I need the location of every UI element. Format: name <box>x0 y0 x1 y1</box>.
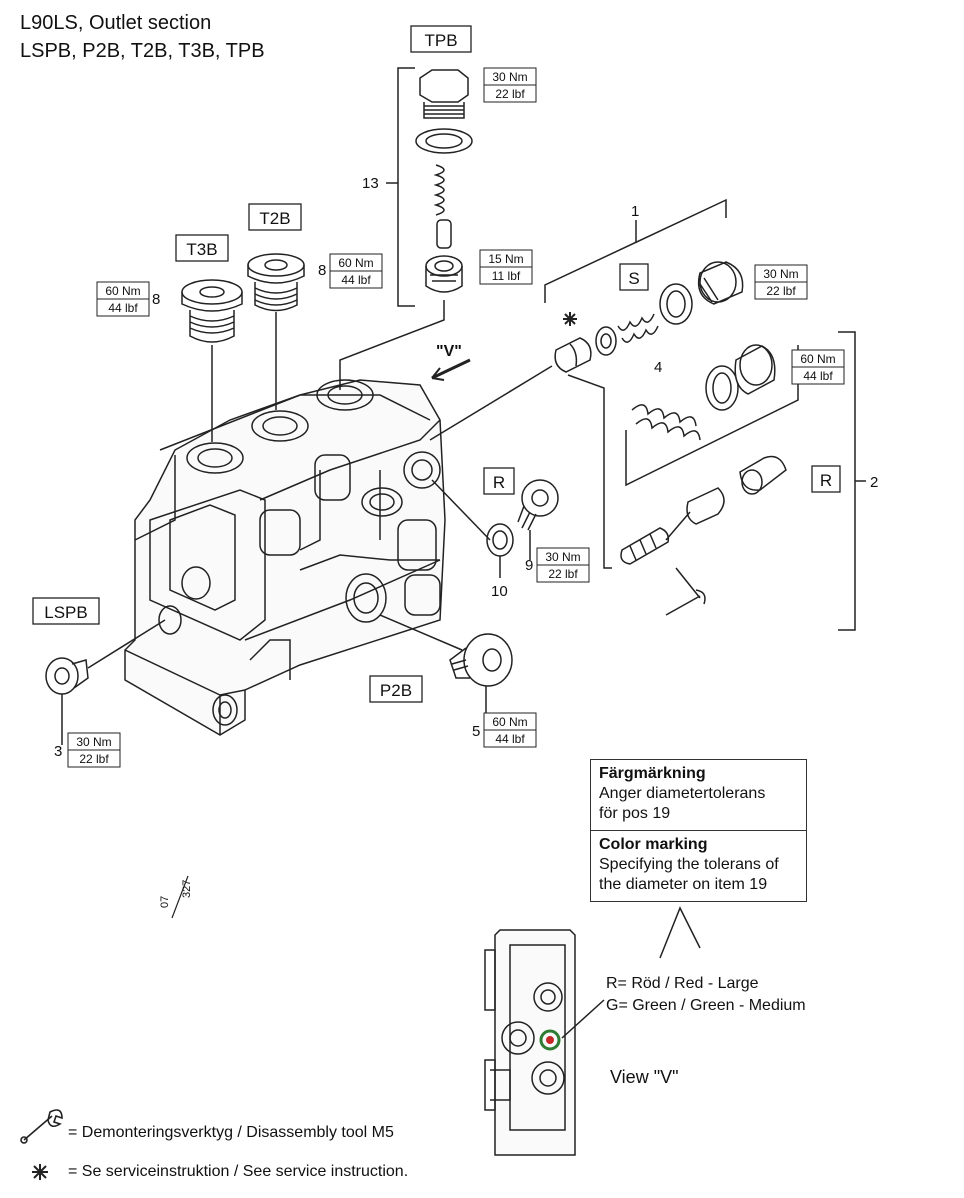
torque-pos5-lbf: 44 lbf <box>495 732 525 746</box>
drawing-ref-top: 07 <box>159 896 171 908</box>
pos-13-bracket <box>397 67 415 307</box>
torque-boxes <box>67 67 845 768</box>
torque-t2b-lbf: 44 lbf <box>341 273 371 287</box>
view-v-detail <box>484 929 576 1156</box>
port-label-r-right: R <box>820 471 832 490</box>
pos-10-label: 10 <box>491 583 508 600</box>
torque-pos9-lbf: 22 lbf <box>548 567 578 581</box>
legend-en-text-2: the diameter on item 19 <box>599 876 768 893</box>
legend-sv-text-1: Anger diametertolerans <box>599 785 766 802</box>
pos-4-label: 4 <box>654 359 662 376</box>
s-valve-parts <box>554 261 744 373</box>
torque-tpb-seat-nm: 15 Nm <box>488 252 523 266</box>
t3b-plug <box>181 279 243 442</box>
torque-t3b-nm: 60 Nm <box>105 284 140 298</box>
s-leader <box>567 374 612 569</box>
torque-t3b-lbf: 44 lbf <box>108 301 138 315</box>
torque-r-lbf: 44 lbf <box>803 369 833 383</box>
footer-service-note: = Se serviceinstruktion / See service in… <box>68 1163 409 1180</box>
legend-swedish: Färgmärkning Anger diametertolerans för … <box>591 760 806 830</box>
view-v-label: View "V" <box>610 1067 678 1087</box>
torque-s-lbf: 22 lbf <box>766 284 796 298</box>
torque-tpb-lbf: 22 lbf <box>495 87 525 101</box>
torque-pos3-nm: 30 Nm <box>76 735 111 749</box>
pos-5-label: 5 <box>472 723 480 740</box>
legend-en-title: Color marking <box>599 836 708 853</box>
drawing-ref-bottom: 327 <box>181 880 193 898</box>
view-v-marker: "V" <box>436 343 462 360</box>
t2b-plug <box>247 253 305 410</box>
port-label-r-mid: R <box>493 473 505 492</box>
service-star-icon <box>32 1164 48 1180</box>
color-code-red: R= Röd / Red - Large <box>606 975 759 992</box>
torque-r-nm: 60 Nm <box>800 352 835 366</box>
tpb-plug-assembly <box>415 69 473 293</box>
legend-sv-title: Färgmärkning <box>599 765 706 782</box>
pos-9-label: 9 <box>525 557 533 574</box>
torque-t2b-nm: 60 Nm <box>338 256 373 270</box>
pos-8a-label: 8 <box>152 291 160 308</box>
pos-13-label: 13 <box>362 175 379 192</box>
green-color-mark <box>539 1029 561 1051</box>
torque-s-nm: 30 Nm <box>763 267 798 281</box>
torque-pos9-nm: 30 Nm <box>545 550 580 564</box>
port-label-s: S <box>628 269 639 288</box>
torque-pos3-lbf: 22 lbf <box>79 752 109 766</box>
valve-body <box>124 379 446 736</box>
port-label-tpb: TPB <box>424 31 457 50</box>
legend-en-text-1: Specifying the tolerans of <box>599 856 779 873</box>
r-valve-parts <box>620 344 799 565</box>
pos-9-screw <box>517 479 559 531</box>
pos-3-label: 3 <box>54 743 62 760</box>
port-label-lspb: LSPB <box>44 603 87 622</box>
torque-tpb-seat-lbf: 11 lbf <box>492 269 521 283</box>
tpb-leader <box>339 300 445 390</box>
wrench-icon <box>665 589 706 616</box>
color-marking-legend: Färgmärkning Anger diametertolerans för … <box>590 759 807 902</box>
color-code-green: G= Green / Green - Medium <box>606 997 806 1014</box>
red-color-mark <box>546 1036 554 1044</box>
service-star-icon-diagram <box>563 312 577 326</box>
view-v-arrow <box>431 358 471 380</box>
footer-tool-note: = Demonteringsverktyg / Disassembly tool… <box>68 1124 394 1141</box>
pos-2-label: 2 <box>870 474 878 491</box>
port-label-t2b: T2B <box>259 209 290 228</box>
title-line-2: LSPB, P2B, T2B, T3B, TPB <box>20 40 265 62</box>
pos-10-seal <box>486 523 514 557</box>
title-line-1: L90LS, Outlet section <box>20 12 212 34</box>
port-label-p2b: P2B <box>380 681 412 700</box>
torque-tpb-nm: 30 Nm <box>492 70 527 84</box>
torque-pos5-nm: 60 Nm <box>492 715 527 729</box>
lspb-plug <box>45 657 89 695</box>
pos-8b-label: 8 <box>318 262 326 279</box>
legend-english: Color marking Specifying the tolerans of… <box>591 830 806 901</box>
legend-sv-text-2: för pos 19 <box>599 805 671 822</box>
p2b-plug <box>449 633 513 687</box>
port-label-t3b: T3B <box>186 240 217 259</box>
pos-1-label: 1 <box>631 203 639 220</box>
disassembly-tool-wrench-icon <box>20 1109 63 1144</box>
